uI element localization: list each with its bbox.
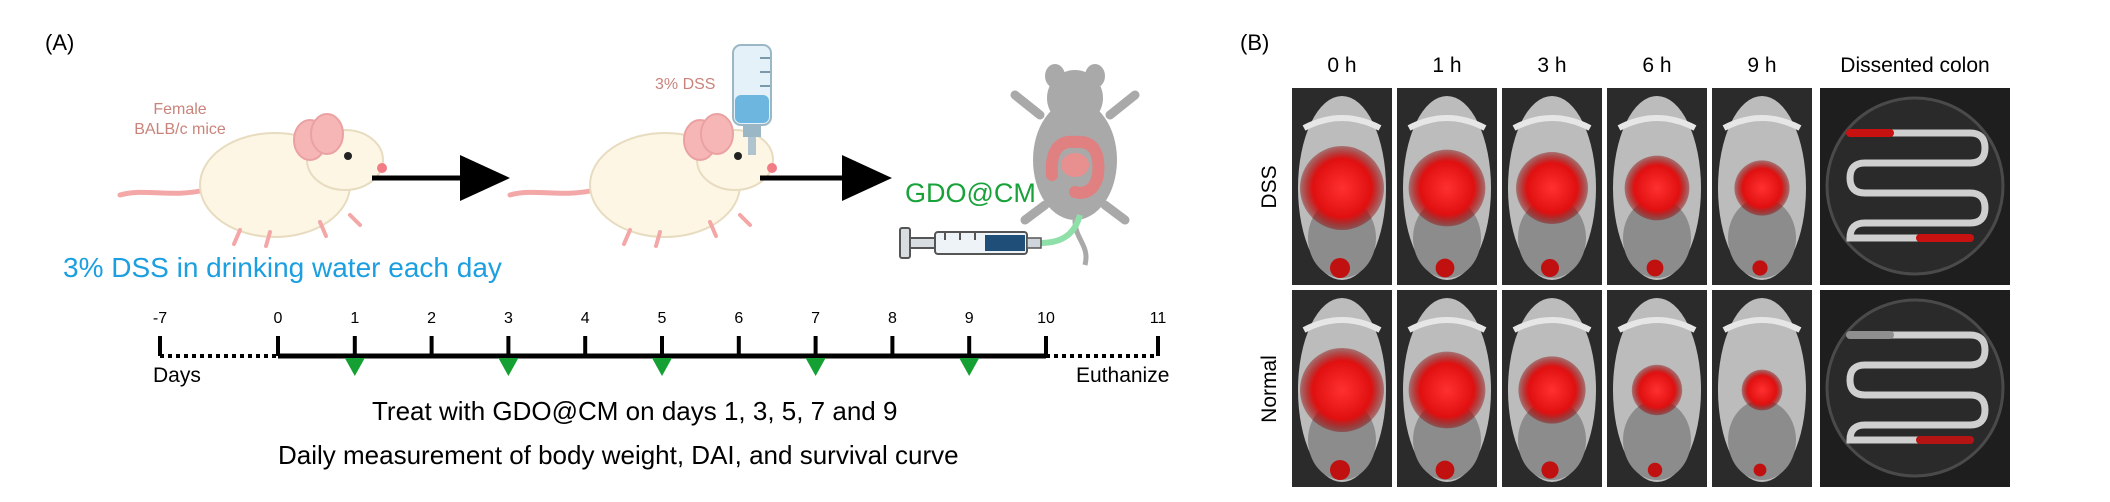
signal-spot [1541, 461, 1559, 479]
signal-spot [1408, 149, 1486, 227]
column-header: Dissented colon [1840, 54, 1990, 77]
timeline-tick-label: 4 [580, 310, 590, 327]
fluorescence-image [1292, 88, 1392, 285]
row-label: Normal [1258, 354, 1281, 423]
arrow-icon [372, 155, 510, 201]
dissected-colon-image [1820, 88, 2010, 285]
panel-a-label: (A) [45, 30, 75, 55]
timeline-tick-label: 5 [657, 310, 667, 327]
dss-bottle-label: 3% DSS [655, 76, 716, 93]
timeline-tick-label: 7 [811, 310, 821, 327]
signal-spot [1300, 146, 1384, 230]
mouse-body-image [1403, 96, 1491, 280]
timeline-tick-label: 2 [427, 310, 437, 327]
signal-spot [1330, 460, 1350, 480]
timeline-tick-label: -7 [152, 310, 168, 327]
signal-spot [1408, 351, 1486, 429]
treatment-marker [652, 358, 672, 376]
mouse-icon [507, 113, 777, 248]
fluorescence-image [1502, 290, 1602, 487]
mouse-body-image [1613, 298, 1701, 482]
timeline-tick-label: 11 [1149, 310, 1167, 327]
drug-label: GDO@CM [905, 178, 1036, 208]
timeline-end-label: Euthanize [1076, 364, 1170, 387]
mouse-icon [117, 113, 387, 248]
fluorescence-image [1607, 88, 1707, 285]
timeline-start-label: Days [153, 364, 201, 387]
signal-spot [1435, 460, 1455, 480]
signal-spot [1646, 259, 1664, 277]
timeline-tick-label: 3 [503, 310, 513, 327]
water-bottle-icon [732, 44, 772, 155]
mouse-label: Female BALB/c mice [100, 100, 260, 140]
signal-spot [1647, 462, 1663, 478]
column-header: 0 h [1327, 54, 1357, 77]
syringe-icon [899, 214, 1083, 259]
mouse-label-line2: BALB/c mice [134, 121, 226, 138]
treatment-marker [498, 358, 519, 376]
fluorescence-image [1397, 290, 1497, 487]
signal-spot [1752, 260, 1768, 276]
mouse-body-image [1298, 96, 1386, 280]
caption-treatment: Treat with GDO@CM on days 1, 3, 5, 7 and… [372, 396, 898, 426]
signal-spot [1435, 258, 1455, 278]
treatment-marker [805, 358, 826, 376]
signal-spot [1330, 258, 1350, 278]
supine-mouse-icon [1010, 64, 1140, 266]
fluorescence-image [1502, 88, 1602, 285]
column-header: 6 h [1642, 54, 1672, 77]
timeline-tick-label: 0 [273, 310, 283, 327]
mouse-body-image [1613, 96, 1701, 280]
row-label: DSS [1258, 164, 1281, 209]
dissected-colon-image [1820, 290, 2010, 487]
signal-spot [1753, 463, 1767, 477]
timeline [158, 336, 1160, 376]
timeline-tick-label: 9 [964, 310, 974, 327]
fluorescence-image [1292, 290, 1392, 487]
signal-spot [1734, 160, 1790, 216]
arrow-icon [760, 155, 892, 201]
signal-spot [1300, 348, 1384, 432]
mouse-body-image [1508, 96, 1596, 280]
column-header: 1 h [1432, 54, 1462, 77]
fluorescence-image [1397, 88, 1497, 285]
mouse-label-line1: Female [153, 101, 207, 118]
fluorescence-image [1712, 88, 1812, 285]
column-header: 3 h [1537, 54, 1567, 77]
experiment-illustration [117, 44, 1140, 266]
fluorescence-image [1712, 290, 1812, 487]
column-header: 9 h [1747, 54, 1777, 77]
mouse-body-image [1403, 298, 1491, 482]
timeline-tick-label: 10 [1037, 310, 1055, 327]
signal-spot [1541, 259, 1559, 277]
signal-spot [1518, 356, 1586, 424]
fluorescence-image [1607, 290, 1707, 487]
signal-spot [1516, 152, 1588, 224]
timeline-tick-label: 8 [887, 310, 897, 327]
treatment-marker [959, 358, 980, 376]
colon-image [1825, 298, 2005, 478]
protocol-text: 3% DSS in drinking water each day [63, 252, 502, 283]
signal-spot [1631, 364, 1683, 416]
caption-measurement: Daily measurement of body weight, DAI, a… [278, 440, 959, 470]
colon-image [1825, 96, 2005, 276]
timeline-tick-label: 6 [734, 310, 744, 327]
panel-b-label: (B) [1240, 30, 1270, 55]
mouse-body-image [1718, 96, 1806, 280]
mouse-body-image [1718, 298, 1806, 482]
mouse-body-image [1298, 298, 1386, 482]
signal-spot [1741, 369, 1783, 411]
mouse-body-image [1508, 298, 1596, 482]
timeline-tick-label: 1 [350, 310, 360, 327]
treatment-marker [344, 358, 365, 376]
signal-spot [1624, 155, 1690, 221]
